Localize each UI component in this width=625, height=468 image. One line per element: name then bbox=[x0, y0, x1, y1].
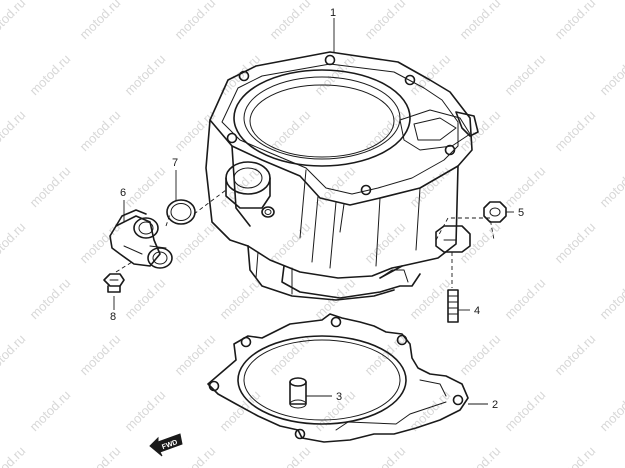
watermark-text: motod.ru bbox=[552, 0, 599, 42]
watermark-text: motod.ru bbox=[172, 331, 219, 378]
watermark-text: motod.ru bbox=[172, 0, 219, 42]
watermark-text: motod.ru bbox=[122, 387, 169, 434]
watermark-text: motod.ru bbox=[457, 443, 504, 468]
watermark-text: motod.ru bbox=[597, 387, 625, 434]
watermark-text: motod.ru bbox=[122, 275, 169, 322]
watermark-text: motod.ru bbox=[27, 51, 74, 98]
watermark-text: motod.ru bbox=[77, 0, 124, 42]
watermark-text: motod.ru bbox=[267, 219, 314, 266]
watermark-text: motod.ru bbox=[172, 219, 219, 266]
bolt-part-8 bbox=[103, 273, 125, 293]
watermark-text: motod.ru bbox=[552, 331, 599, 378]
watermark-text: motod.ru bbox=[0, 443, 28, 468]
watermark-text: motod.ru bbox=[552, 219, 599, 266]
watermark-text: motod.ru bbox=[597, 51, 625, 98]
watermark-text: motod.ru bbox=[457, 331, 504, 378]
watermark-text: motod.ru bbox=[0, 331, 28, 378]
watermark-text: motod.ru bbox=[217, 275, 264, 322]
watermark-text: motod.ru bbox=[312, 387, 359, 434]
leader-lines bbox=[113, 18, 514, 405]
nut-part-5 bbox=[483, 201, 507, 223]
callout-2: 2 bbox=[492, 399, 498, 411]
watermark-text: motod.ru bbox=[457, 0, 504, 42]
watermark-text: motod.ru bbox=[267, 331, 314, 378]
watermark-text: motod.ru bbox=[407, 387, 454, 434]
base-gasket-part-2 bbox=[207, 313, 469, 443]
watermark-text: motod.ru bbox=[77, 107, 124, 154]
o-ring-part-7 bbox=[166, 199, 196, 225]
water-inlet-pipe-part-6 bbox=[109, 209, 173, 269]
watermark-text: motod.ru bbox=[502, 275, 549, 322]
watermark-text: motod.ru bbox=[267, 0, 314, 42]
watermark-text: motod.ru bbox=[172, 107, 219, 154]
watermark-text: motod.ru bbox=[597, 275, 625, 322]
watermark-text: motod.ru bbox=[27, 163, 74, 210]
callout-8: 8 bbox=[110, 311, 116, 323]
callout-6: 6 bbox=[120, 187, 126, 199]
cylinder-part-1 bbox=[205, 51, 479, 301]
watermark-text: motod.ru bbox=[362, 219, 409, 266]
watermark-text: motod.ru bbox=[77, 331, 124, 378]
forward-arrow-icon: FWD bbox=[149, 433, 183, 457]
watermark-text: motod.ru bbox=[217, 387, 264, 434]
watermark-text: motod.ru bbox=[597, 163, 625, 210]
watermark-text: motod.ru bbox=[407, 51, 454, 98]
watermark-text: motod.ru bbox=[27, 275, 74, 322]
watermark-text: motod.ru bbox=[362, 331, 409, 378]
watermark-text: motod.ru bbox=[502, 51, 549, 98]
callout-5: 5 bbox=[518, 207, 524, 219]
watermark-text: motod.ru bbox=[267, 443, 314, 468]
watermark-text: motod.ru bbox=[0, 219, 28, 266]
watermark-text: motod.ru bbox=[122, 51, 169, 98]
watermark-text: motod.ru bbox=[312, 163, 359, 210]
callout-4: 4 bbox=[474, 305, 480, 317]
callout-7: 7 bbox=[172, 157, 178, 169]
watermark-text: motod.ru bbox=[362, 443, 409, 468]
watermark-text: motod.ru bbox=[0, 0, 28, 42]
watermark-text: motod.ru bbox=[407, 163, 454, 210]
callout-1: 1 bbox=[330, 7, 336, 19]
watermark-text: motod.ru bbox=[77, 443, 124, 468]
watermark-text: motod.ru bbox=[122, 163, 169, 210]
watermark-text: motod.ru bbox=[27, 387, 74, 434]
watermark-text: motod.ru bbox=[502, 163, 549, 210]
watermark-text: motod.ru bbox=[172, 443, 219, 468]
callout-3: 3 bbox=[336, 391, 342, 403]
watermark-text: motod.ru bbox=[552, 443, 599, 468]
watermark-text: motod.ru bbox=[552, 107, 599, 154]
watermark-text: motod.ru bbox=[362, 107, 409, 154]
watermark-text: motod.ru bbox=[457, 219, 504, 266]
watermark-text: motod.ru bbox=[0, 107, 28, 154]
dowel-pin-part-3 bbox=[289, 377, 307, 409]
stud-part-4 bbox=[447, 289, 459, 323]
watermark-text: motod.ru bbox=[502, 387, 549, 434]
watermark-text: motod.ru bbox=[362, 0, 409, 42]
